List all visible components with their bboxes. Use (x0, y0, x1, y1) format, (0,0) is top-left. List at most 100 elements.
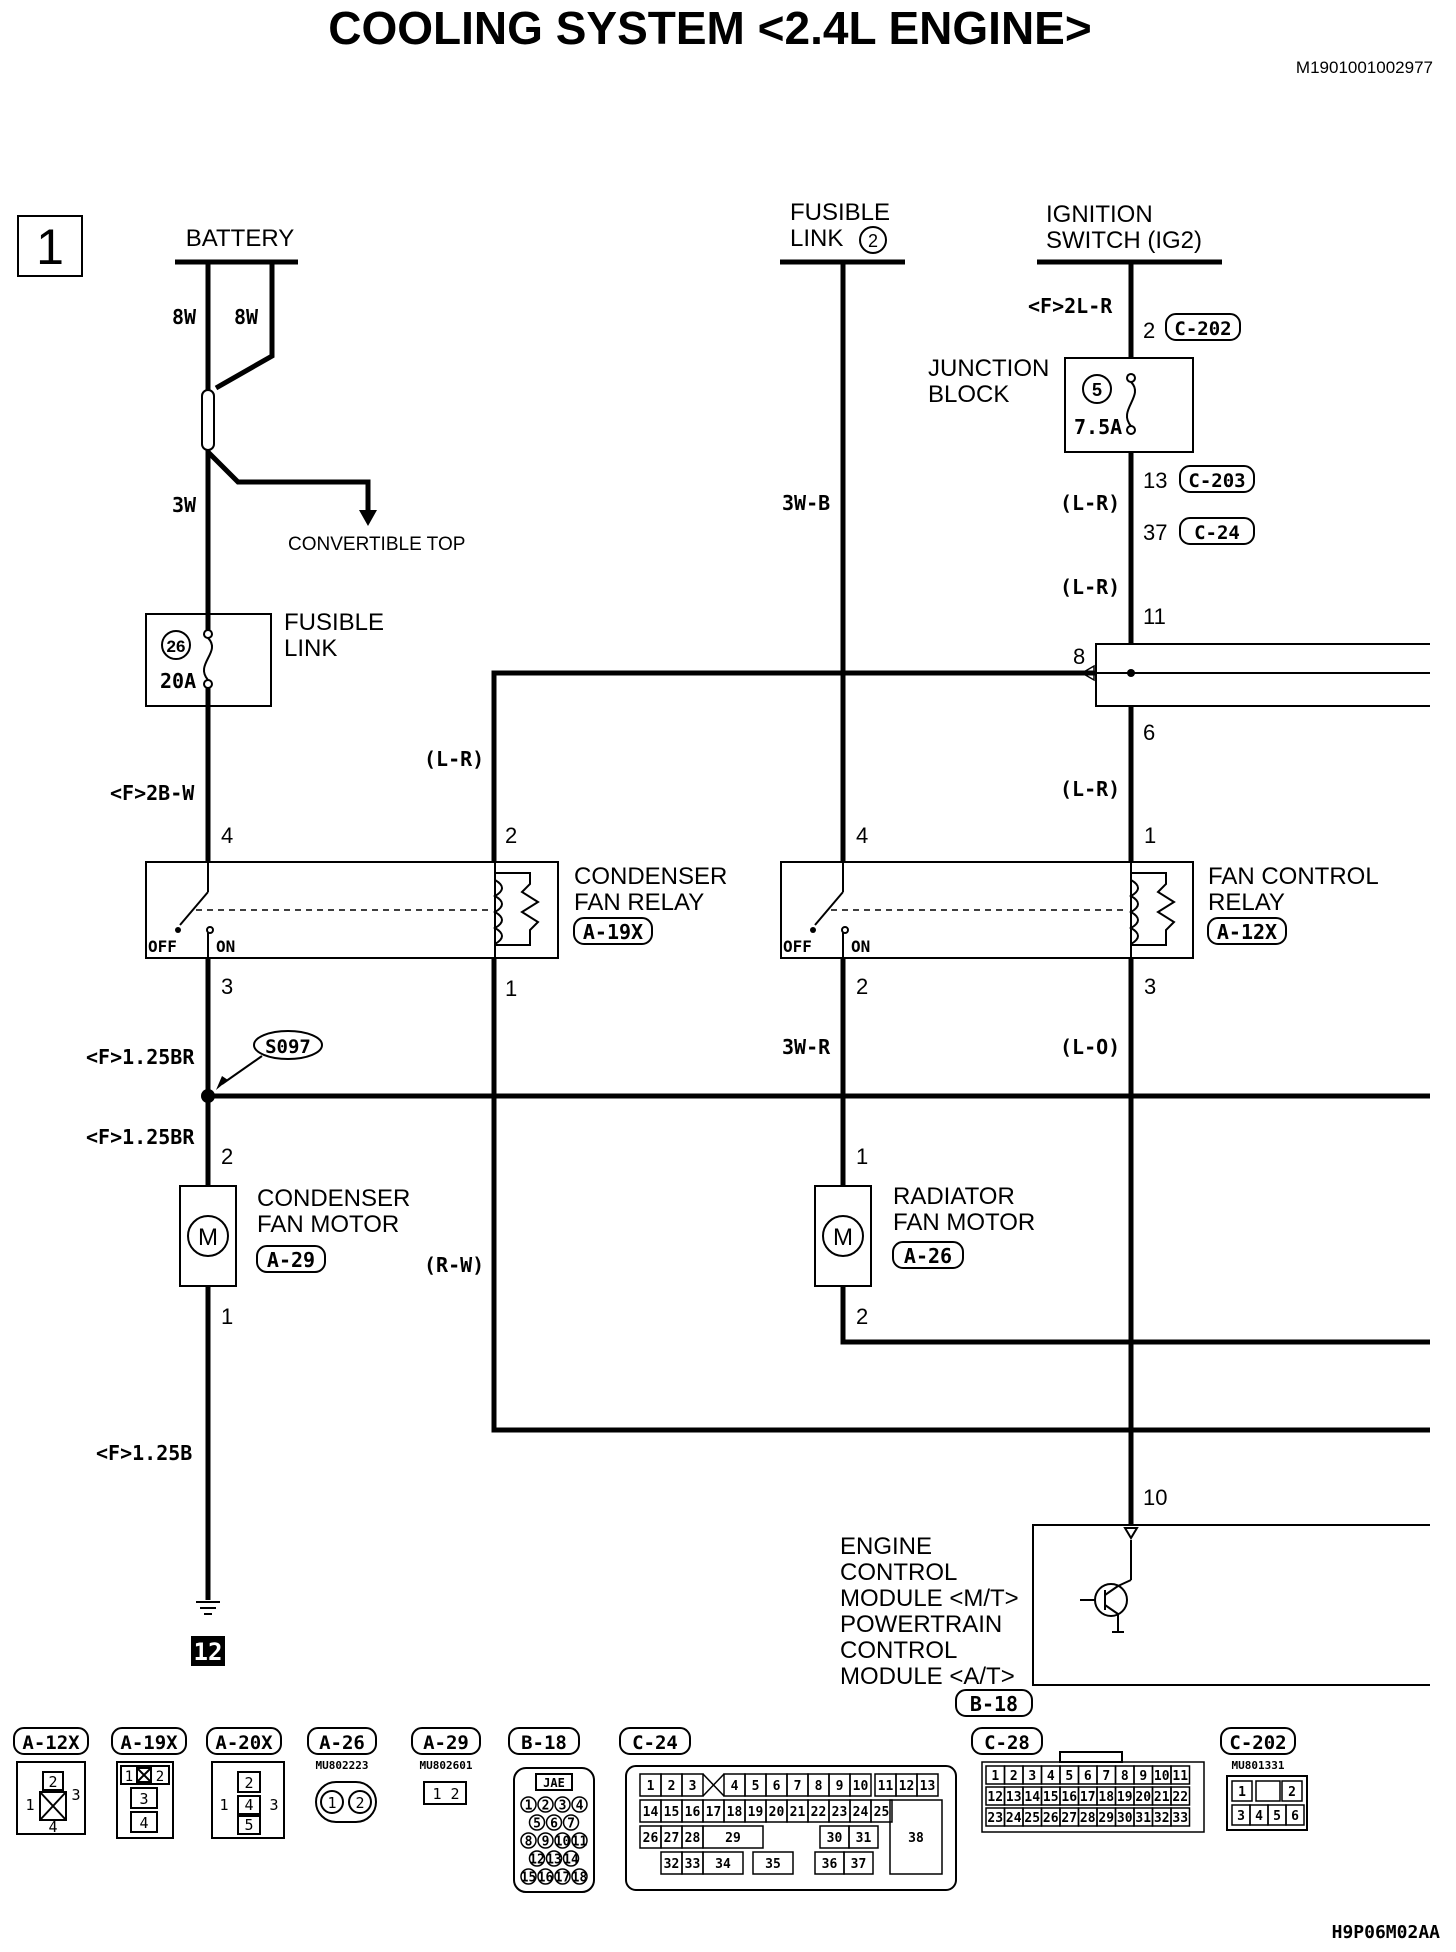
condenser-relay-pin-2: 2 (505, 823, 517, 848)
c28-pin-32: 32 (1154, 1811, 1170, 1826)
c24-pin-19: 19 (748, 1805, 764, 1820)
conn-label-a29: A-29 (423, 1732, 469, 1754)
convertible-top-label: CONVERTIBLE TOP (288, 534, 465, 555)
condenser-relay-label-2: FAN RELAY (574, 889, 704, 916)
b18-pin-12-outline (528, 1850, 546, 1867)
c24-pin-2: 2 (668, 1779, 676, 1794)
c28-pin-8: 8 (1121, 1769, 1129, 1784)
wire-8w-a: 8W (172, 305, 197, 329)
b18-pin-15-outline (520, 1868, 537, 1885)
convertible-top-arrow (359, 510, 377, 526)
condenser-motor-m: M (198, 1224, 218, 1251)
c24-pin-38-outline (889, 1799, 943, 1875)
a19x-pin-3: 3 (139, 1790, 148, 1808)
pin-c202: 2 (1143, 318, 1155, 343)
c202-pin-2-outline (1281, 1780, 1303, 1802)
connector-legend: A-12X A-19X A-20X A-26 A-29 B-18 C-24 C-… (13, 1727, 1308, 1893)
conn-label-c24: C-24 (632, 1732, 678, 1754)
a26-face (315, 1781, 377, 1823)
fusible-link-2-circle (859, 226, 887, 254)
b18-pin-8: 8 (525, 1835, 533, 1850)
b18-pin-17: 17 (555, 1871, 571, 1886)
c28-pin-7: 7 (1102, 1769, 1110, 1784)
fan-relay-label: FAN CONTROL (1208, 863, 1379, 890)
fan-relay-conn-box (1207, 917, 1287, 945)
radiator-motor-label: RADIATOR (893, 1183, 1015, 1210)
c28-pin-22-outline (1170, 1786, 1191, 1806)
a19x-row-1 (120, 1765, 170, 1785)
ecm-relay-section-box (1095, 643, 1430, 707)
a19x-pin-1: 1 (125, 1769, 133, 1785)
splice-leader (221, 1055, 263, 1085)
c28-pin-11-outline (1170, 1765, 1191, 1785)
radiator-motor-circle (822, 1215, 864, 1257)
c24-pin-29-outline (702, 1825, 764, 1849)
a19x-face (116, 1761, 174, 1839)
c24-pin-3: 3 (689, 1779, 697, 1794)
c24-pin-14: 14 (643, 1805, 659, 1820)
a20x-pin-5: 5 (244, 1816, 253, 1834)
c28-latch (1059, 1751, 1123, 1763)
b18-pin-10: 10 (555, 1835, 571, 1850)
c24-pin-3-outline (681, 1773, 704, 1797)
b18-pin-4-outline (571, 1796, 588, 1813)
pin-6: 6 (1143, 720, 1155, 745)
radiator-fan-motor-box (814, 1185, 872, 1287)
a20x-pin-4: 4 (244, 1796, 253, 1814)
fan-relay-pin-4: 4 (856, 823, 868, 848)
a12x-center-cell (39, 1791, 67, 1821)
c28-pin-31: 31 (1135, 1811, 1151, 1826)
condenser-relay-off: OFF (148, 937, 177, 956)
wire-3w-b: 3W-B (782, 491, 830, 515)
c24-pin-37-outline (843, 1851, 874, 1875)
condenser-relay-pin-1: 1 (505, 976, 517, 1001)
c28-pin-29: 29 (1098, 1811, 1114, 1826)
ground-ref: 12 (194, 1638, 223, 1666)
a19x-pin-3-cell (130, 1787, 158, 1809)
c24-pin-12: 12 (899, 1779, 915, 1794)
fusible-link-2-label: FUSIBLE (790, 199, 890, 226)
conn-label-c28: C-28 (984, 1732, 1030, 1754)
a20x-pin-2-cell (237, 1771, 261, 1793)
wire-rw (491, 958, 1430, 1433)
fusible-link-26-label: FUSIBLE (284, 609, 384, 636)
a12x-pin-4: 4 (48, 1818, 57, 1836)
b18-pin-11-outline (571, 1832, 588, 1849)
b18-pin-6: 6 (550, 1817, 558, 1832)
b18-pin-18-outline (571, 1868, 588, 1885)
junction-fuse-circle (1082, 374, 1112, 404)
c28-pin-21: 21 (1154, 1790, 1170, 1805)
c28-pin-30: 30 (1117, 1811, 1133, 1826)
fusible-link-26-circle (161, 630, 191, 660)
c28-pin-28: 28 (1080, 1811, 1096, 1826)
c24-pin-26: 26 (643, 1831, 659, 1846)
condenser-relay-pin-3: 3 (221, 974, 233, 999)
b18-tag: JAE (543, 1776, 565, 1790)
ecm-label-6: MODULE <A/T> (840, 1663, 1015, 1690)
convertible-top-wire (206, 450, 371, 512)
c24-pin-32: 32 (664, 1857, 680, 1872)
c24-pin-9: 9 (836, 1779, 844, 1794)
c24-pin-8: 8 (815, 1779, 823, 1794)
jb-fuse-element-b (1125, 381, 1137, 427)
jb-fuse-terminal-bottom-b (1126, 425, 1136, 435)
cr-off-contact (175, 927, 181, 933)
a12x-pin-2-cell (42, 1771, 64, 1791)
b18-pin-13-outline (545, 1850, 563, 1867)
footer-code: H9P06M02AA (1332, 1922, 1441, 1943)
b18-pin-9-outline (537, 1832, 554, 1849)
c24-pin-37: 37 (851, 1857, 867, 1872)
a19x-key (136, 1767, 152, 1783)
a19x-key-x2 (136, 1767, 152, 1783)
a29-part-no: MU802601 (420, 1759, 473, 1772)
conn-label-a20x: A-20X (215, 1732, 273, 1754)
c24-face (625, 1765, 957, 1891)
c28-pin-1: 1 (991, 1769, 999, 1784)
c28-pin-12: 12 (987, 1790, 1003, 1805)
c28-pin-15: 15 (1043, 1790, 1059, 1805)
b18-pin-3: 3 (559, 1799, 567, 1814)
b18-pin-2-outline (537, 1796, 554, 1813)
b18-face (513, 1767, 595, 1893)
